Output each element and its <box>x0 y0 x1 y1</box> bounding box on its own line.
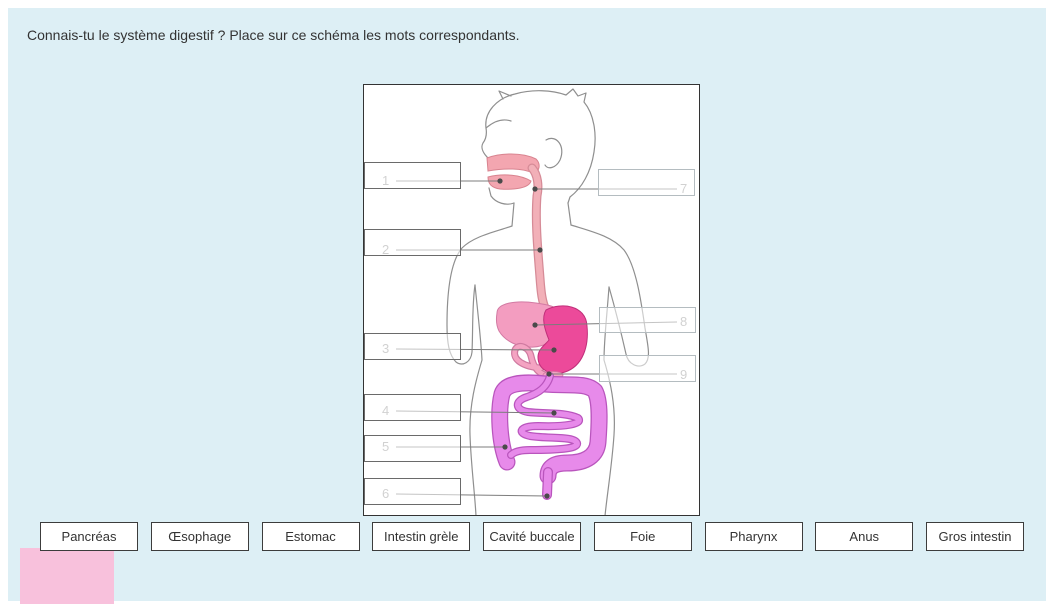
drop-zone-3[interactable] <box>364 333 461 360</box>
anchor-dot-2 <box>537 247 542 252</box>
drop-zone-8[interactable] <box>599 307 696 333</box>
anchor-dot-5 <box>502 444 507 449</box>
word-foie[interactable]: Foie <box>594 522 692 551</box>
feedback-box <box>20 548 114 604</box>
word-intestin-grele[interactable]: Intestin grèle <box>372 522 470 551</box>
word-estomac[interactable]: Estomac <box>262 522 360 551</box>
word-pharynx[interactable]: Pharynx <box>705 522 803 551</box>
instruction-text: Connais-tu le système digestif ? Place s… <box>27 27 520 43</box>
anchor-dot-9 <box>546 371 551 376</box>
anchor-dot-1 <box>497 178 502 183</box>
drop-zone-5[interactable] <box>364 435 461 462</box>
anchor-dot-7 <box>532 186 537 191</box>
drop-zone-2[interactable] <box>364 229 461 256</box>
word-cavite-buccale[interactable]: Cavité buccale <box>483 522 581 551</box>
word-gros-intestin[interactable]: Gros intestin <box>926 522 1024 551</box>
neck-outline <box>512 203 571 226</box>
rectum <box>547 472 548 495</box>
word-bank: Pancréas Œsophage Estomac Intestin grèle… <box>40 522 1024 551</box>
drop-zone-9[interactable] <box>599 355 696 382</box>
ear-outline <box>545 138 562 167</box>
drop-zone-4[interactable] <box>364 394 461 421</box>
left-torso-outline <box>470 285 482 515</box>
word-anus[interactable]: Anus <box>815 522 913 551</box>
anchor-dot-6 <box>544 493 549 498</box>
drop-zone-1[interactable] <box>364 162 461 189</box>
anchor-dot-3 <box>551 347 556 352</box>
anchor-dot-4 <box>551 410 556 415</box>
drop-zone-6[interactable] <box>364 478 461 505</box>
drop-zone-7[interactable] <box>598 169 695 196</box>
word-oesophage[interactable]: Œsophage <box>151 522 249 551</box>
word-pancreas[interactable]: Pancréas <box>40 522 138 551</box>
anchor-dot-8 <box>532 322 537 327</box>
tongue <box>488 175 531 189</box>
